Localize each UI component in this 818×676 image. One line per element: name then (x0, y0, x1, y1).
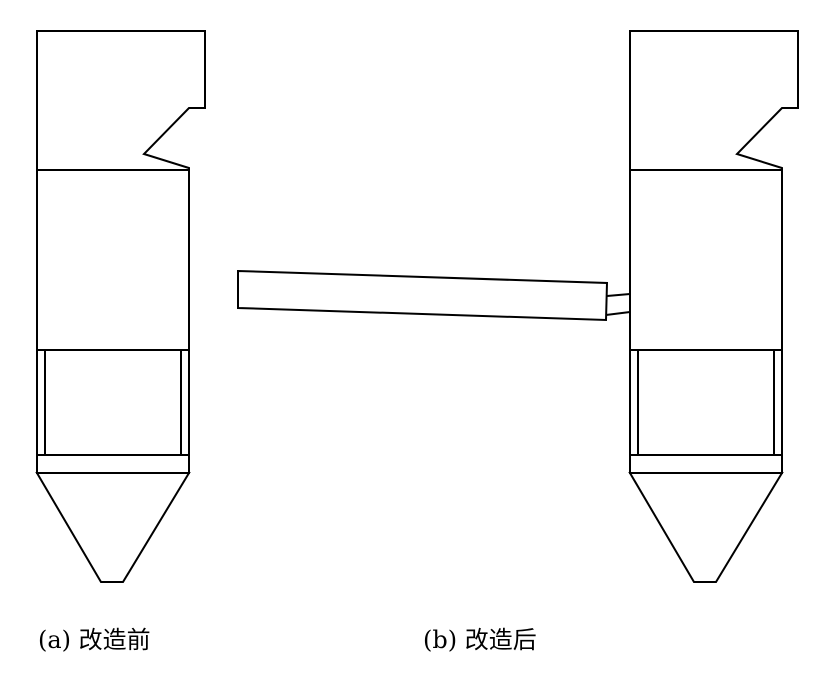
left-top-block (36, 30, 206, 171)
right-middle-section (629, 169, 783, 351)
left-tower (35, 30, 206, 583)
added-duct (237, 269, 631, 322)
left-cone (35, 472, 191, 583)
right-cone (628, 472, 784, 583)
right-lower-frame (629, 349, 783, 456)
left-lower-inner-frame (44, 349, 182, 456)
duct-connector-bottom (605, 311, 631, 316)
left-middle-section (36, 169, 190, 351)
caption-after: (b) 改造后 (423, 626, 537, 654)
duct-body (237, 269, 609, 322)
right-lower-inner-frame (637, 349, 775, 456)
right-bottom-band (629, 454, 783, 474)
right-tower (628, 30, 799, 583)
right-top-block (629, 30, 799, 171)
duct-connector-top (606, 293, 631, 297)
left-bottom-band (36, 454, 190, 474)
left-lower-frame (36, 349, 190, 456)
caption-before: (a) 改造前 (38, 626, 151, 654)
